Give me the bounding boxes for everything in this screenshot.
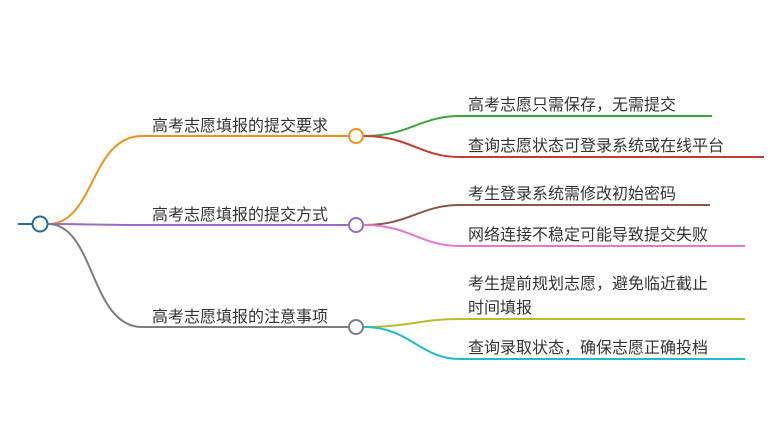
- leaf-connector: [363, 326, 745, 360]
- leaf-label-save-only: 高考志愿只需保存，无需提交: [468, 95, 676, 114]
- leaf-connector: [363, 115, 712, 137]
- leaf-label-check-status: 查询志愿状态可登录系统或在线平台: [468, 136, 724, 155]
- branch-label-submission-methods: 高考志愿填报的提交方式: [152, 205, 328, 224]
- leaf-connector: [363, 318, 745, 328]
- leaf-label-change-password: 考生登录系统需修改初始密码: [468, 184, 676, 203]
- branch-label-submission-requirements: 高考志愿填报的提交要求: [152, 116, 328, 135]
- leaf-connector: [363, 135, 764, 158]
- leaf-label-check-admission: 查询录取状态，确保志愿正确投档: [468, 338, 708, 357]
- branch-node-submission-requirements[interactable]: [348, 128, 364, 144]
- leaf-connector: [363, 224, 745, 247]
- branch-connector-precautions: [47, 223, 356, 328]
- leaf-connector: [363, 204, 710, 226]
- branch-label-precautions: 高考志愿填报的注意事项: [152, 307, 328, 326]
- branch-connector-submission-methods: [47, 223, 356, 226]
- leaf-label-plan-early-line-1: 考生提前规划志愿，避免临近截止: [468, 274, 708, 293]
- root-node[interactable]: [31, 215, 49, 233]
- branch-node-precautions[interactable]: [348, 319, 364, 335]
- branch-connector-submission-requirements: [47, 135, 356, 225]
- leaf-label-plan-early-line-2: 时间填报: [468, 298, 532, 317]
- leaf-label-network-failure: 网络连接不稳定可能导致提交失败: [468, 225, 708, 244]
- branch-node-submission-methods[interactable]: [348, 217, 364, 233]
